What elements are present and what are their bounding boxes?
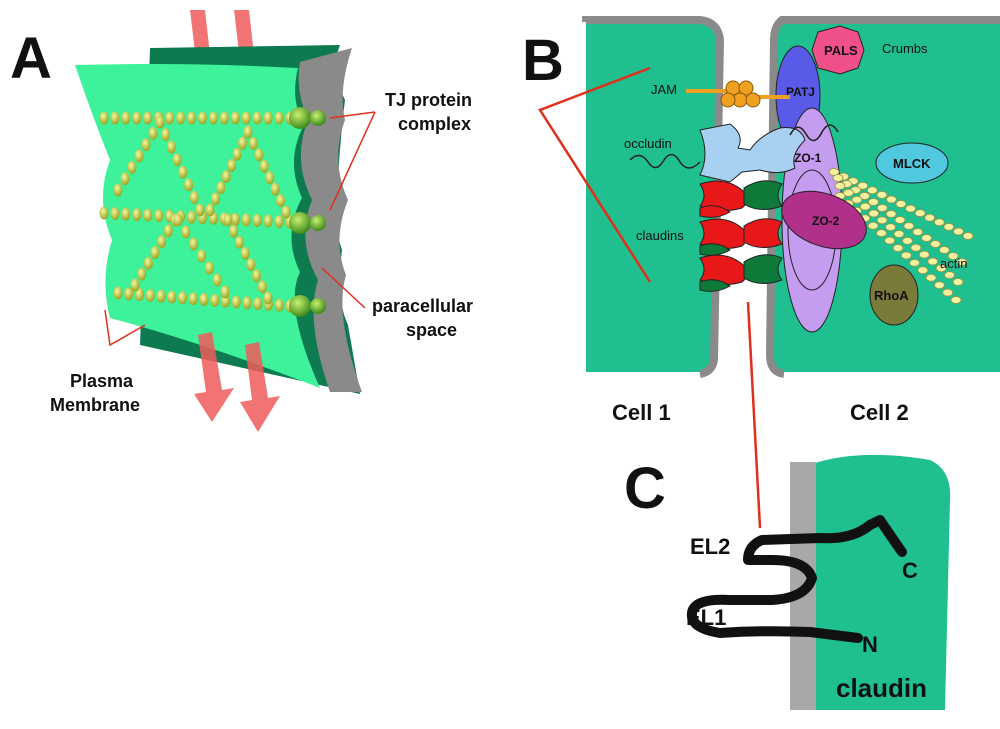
occludin-label: occludin	[624, 136, 672, 151]
paracellular-space-label-2: space	[406, 320, 457, 340]
n-terminus-label: N	[862, 632, 878, 657]
pals-protein	[811, 25, 865, 75]
paracellular-flux-arrows-bottom	[194, 332, 280, 432]
cell-2-membrane	[765, 16, 1000, 378]
actin-label: actin	[940, 256, 967, 271]
panel-b-callout-lines	[538, 66, 762, 529]
claudin-topology-trace	[686, 515, 907, 643]
tj-protein-knobs	[289, 107, 326, 317]
panel-a: A	[10, 10, 473, 432]
mlck-protein	[875, 142, 949, 184]
cell-1-membrane	[586, 16, 725, 378]
rhoa-protein	[869, 264, 919, 326]
jam-protein	[686, 80, 790, 108]
panel-b-letter: B	[522, 28, 564, 93]
mlck-label: MLCK	[893, 156, 931, 171]
cell-1-membrane-top	[582, 16, 592, 22]
crumbs-label: Crumbs	[882, 41, 928, 56]
claudin-label: claudin	[836, 673, 927, 703]
cell-2-label: Cell 2	[850, 400, 909, 425]
panel-a-letter: A	[10, 26, 52, 91]
tj-protein-complex-label-1: TJ protein	[385, 90, 472, 110]
actin-filaments	[828, 168, 974, 304]
panel-c-letter: C	[624, 456, 666, 521]
rhoa-label: RhoA	[874, 288, 909, 303]
claudin-cell-body	[812, 454, 951, 710]
claudin-proteins	[699, 180, 783, 292]
cell-1-body	[586, 20, 722, 372]
panel-b: B PALS Crumbs PATJ ZO-1 ZO-2 MLCK	[522, 16, 1000, 529]
jam-label: JAM	[651, 82, 677, 97]
cell-1-label: Cell 1	[612, 400, 671, 425]
tj-protein-complex-label-2: complex	[398, 114, 471, 134]
tj-strand-beads	[99, 111, 295, 313]
c-terminus-label: C	[902, 558, 918, 583]
paracellular-space-label-1: paracellular	[372, 296, 473, 316]
zo-2-protein	[781, 190, 867, 250]
plasma-membrane-front	[75, 64, 320, 388]
pals-label: PALS	[824, 43, 858, 58]
zo-1-label: ZO-1	[794, 151, 822, 165]
el2-label: EL2	[690, 534, 730, 559]
plasma-membrane-label-2: Membrane	[50, 395, 140, 415]
el1-label: EL1	[686, 605, 726, 630]
panel-c: C EL2 EL1 C N claudin	[624, 454, 951, 710]
panel-a-callout-lines	[104, 111, 376, 347]
patj-label: PATJ	[786, 85, 815, 99]
plasma-membrane-label-1: Plasma	[70, 371, 134, 391]
zo-2-label: ZO-2	[812, 214, 840, 228]
claudins-label: claudins	[636, 228, 684, 243]
occludin-protein	[629, 123, 839, 183]
